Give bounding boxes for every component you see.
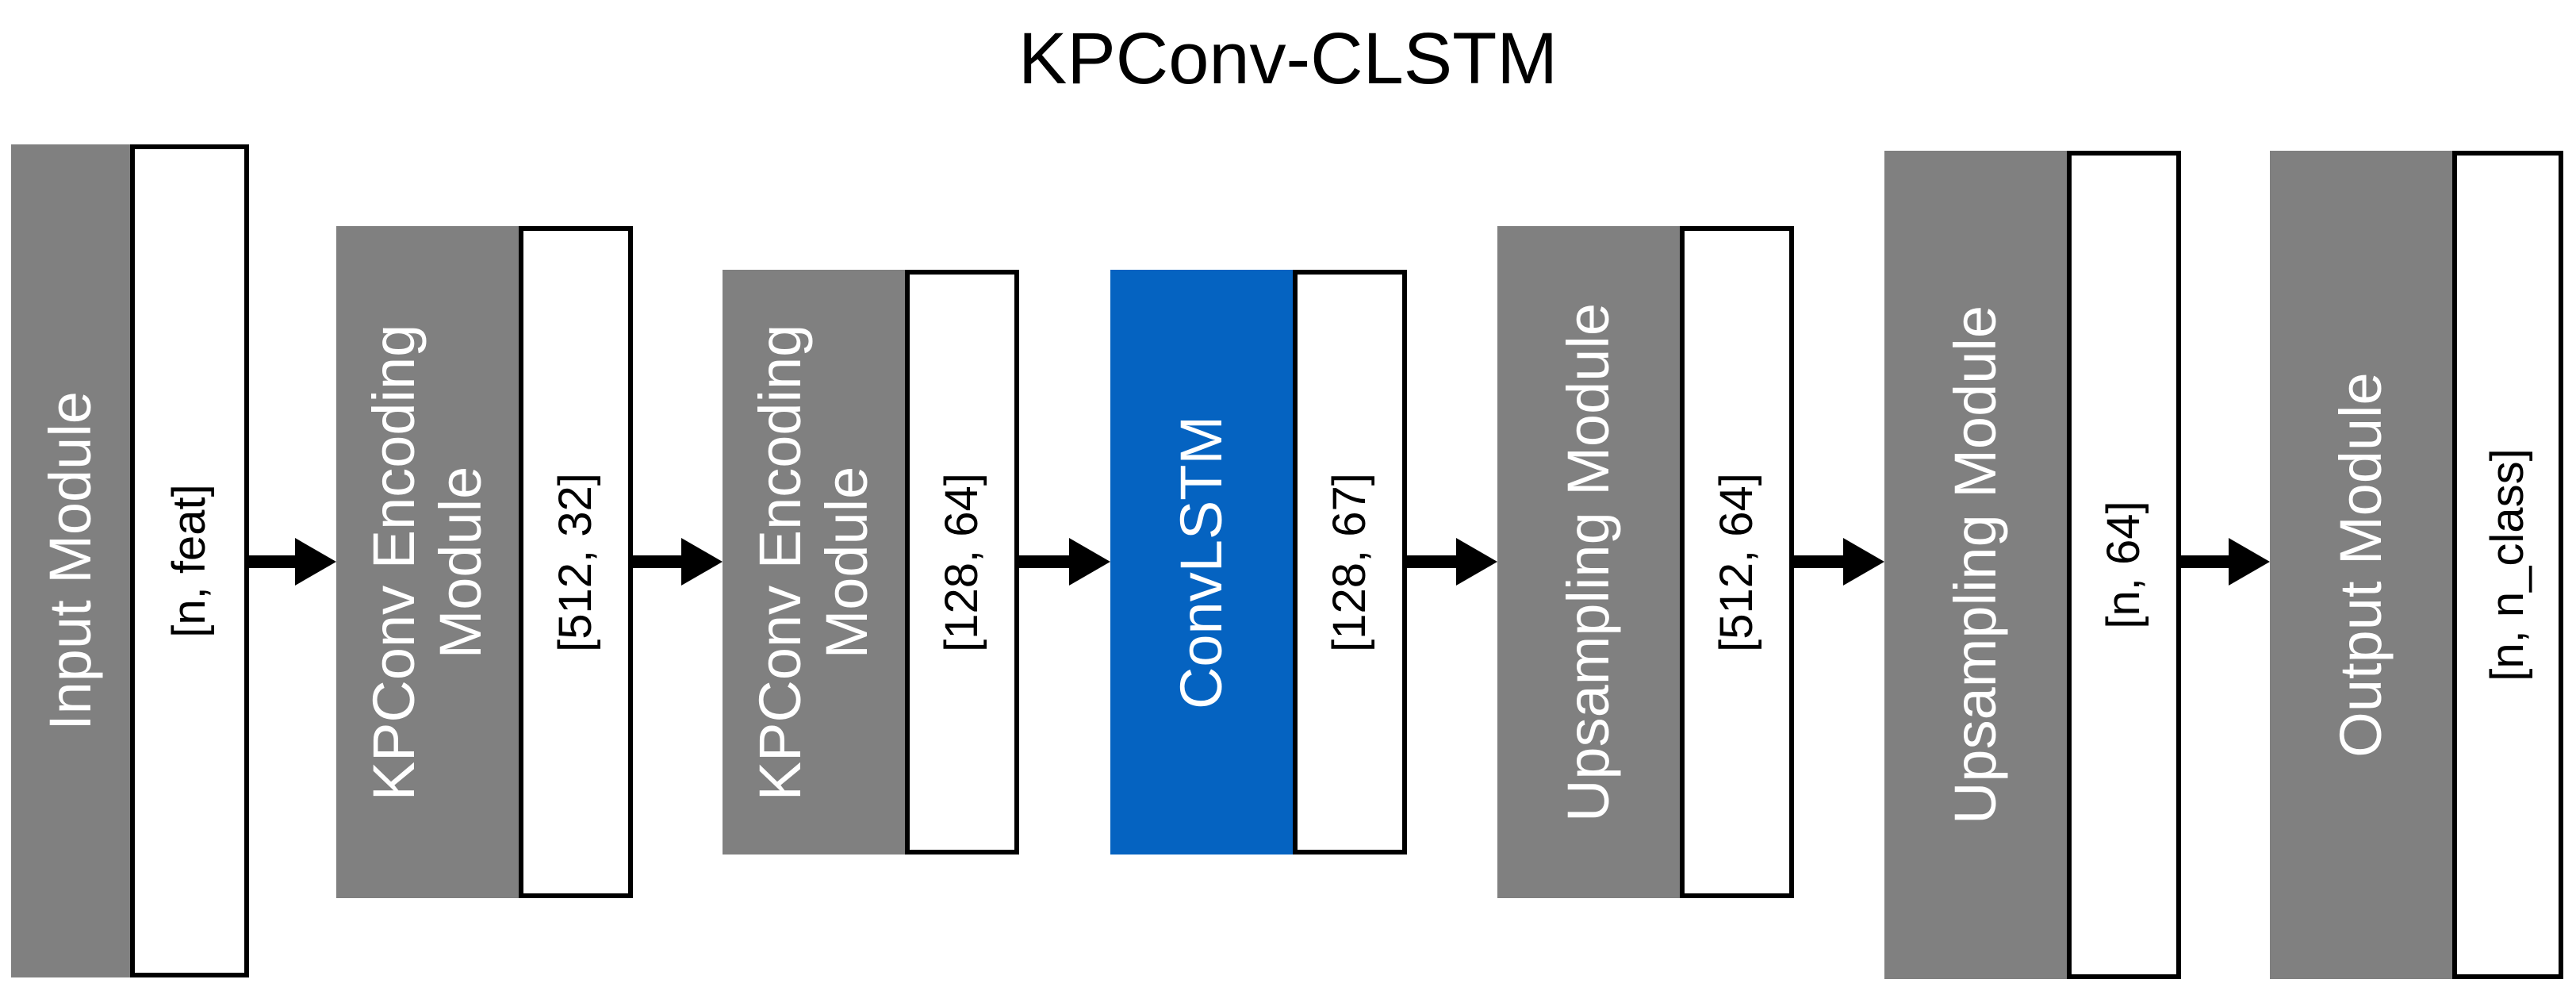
arrow-head-icon — [1843, 538, 1884, 586]
module-block: Input Module [n, feat] — [11, 144, 249, 977]
arrow-shaft — [1407, 555, 1458, 568]
flow-arrow — [2181, 538, 2270, 586]
module-label: Upsampling Module — [1942, 305, 2008, 825]
module-label-block: Output Module — [2270, 151, 2452, 979]
module-block: Upsampling Module [n, 64] — [1884, 151, 2181, 979]
module-label: Upsampling Module — [1555, 302, 1621, 822]
flow-arrow — [1019, 538, 1110, 586]
convlstm-block: ConvLSTM — [1110, 270, 1293, 855]
flow-arrow — [633, 538, 723, 586]
tensor-shape-label: [n, feat] — [163, 484, 215, 638]
tensor-shape-label: [n, n_class] — [2482, 448, 2533, 682]
flow-arrow — [249, 538, 336, 586]
module-label-block: Upsampling Module — [1884, 151, 2067, 979]
module-block: Output Module [n, n_class] — [2270, 151, 2563, 979]
tensor-shape-box: [512, 32] — [519, 226, 633, 898]
module-block: Upsampling Module [512, 64] — [1497, 226, 1794, 898]
tensor-shape-box: [n, 64] — [2067, 151, 2181, 979]
tensor-shape-box: [n, feat] — [130, 144, 249, 977]
module-label-block: Upsampling Module — [1497, 226, 1680, 898]
tensor-shape-box: [512, 64] — [1680, 226, 1794, 898]
tensor-shape-label: [512, 32] — [550, 472, 601, 652]
arrow-head-icon — [681, 538, 723, 586]
arrow-shaft — [633, 555, 683, 568]
arrow-head-icon — [2229, 538, 2270, 586]
tensor-shape-box: [128, 64] — [905, 270, 1019, 855]
arrow-shaft — [2181, 555, 2230, 568]
arrow-shaft — [1794, 555, 1845, 568]
module-label-block: Input Module — [11, 144, 130, 977]
arrow-shaft — [1019, 555, 1071, 568]
arrow-head-icon — [295, 538, 336, 586]
tensor-shape-box: [n, n_class] — [2452, 151, 2563, 979]
diagram-title: KPConv-CLSTM — [1018, 18, 1558, 99]
tensor-shape-box: [128, 67] — [1293, 270, 1407, 855]
flow-arrow — [1407, 538, 1497, 586]
arrow-shaft — [249, 555, 297, 568]
tensor-shape-label: [128, 64] — [936, 472, 987, 652]
flow-arrow — [1794, 538, 1884, 586]
arrow-head-icon — [1069, 538, 1110, 586]
tensor-shape-label: [512, 64] — [1711, 472, 1762, 652]
arrow-head-icon — [1456, 538, 1497, 586]
module-label: Input Module — [37, 391, 103, 731]
module-label: Output Module — [2328, 372, 2394, 758]
tensor-shape-label: [n, 64] — [2098, 501, 2149, 629]
module-block: ConvLSTM [128, 67] — [1110, 270, 1407, 855]
tensor-shape-label: [128, 67] — [1324, 472, 1375, 652]
module-label: ConvLSTM — [1168, 415, 1234, 709]
